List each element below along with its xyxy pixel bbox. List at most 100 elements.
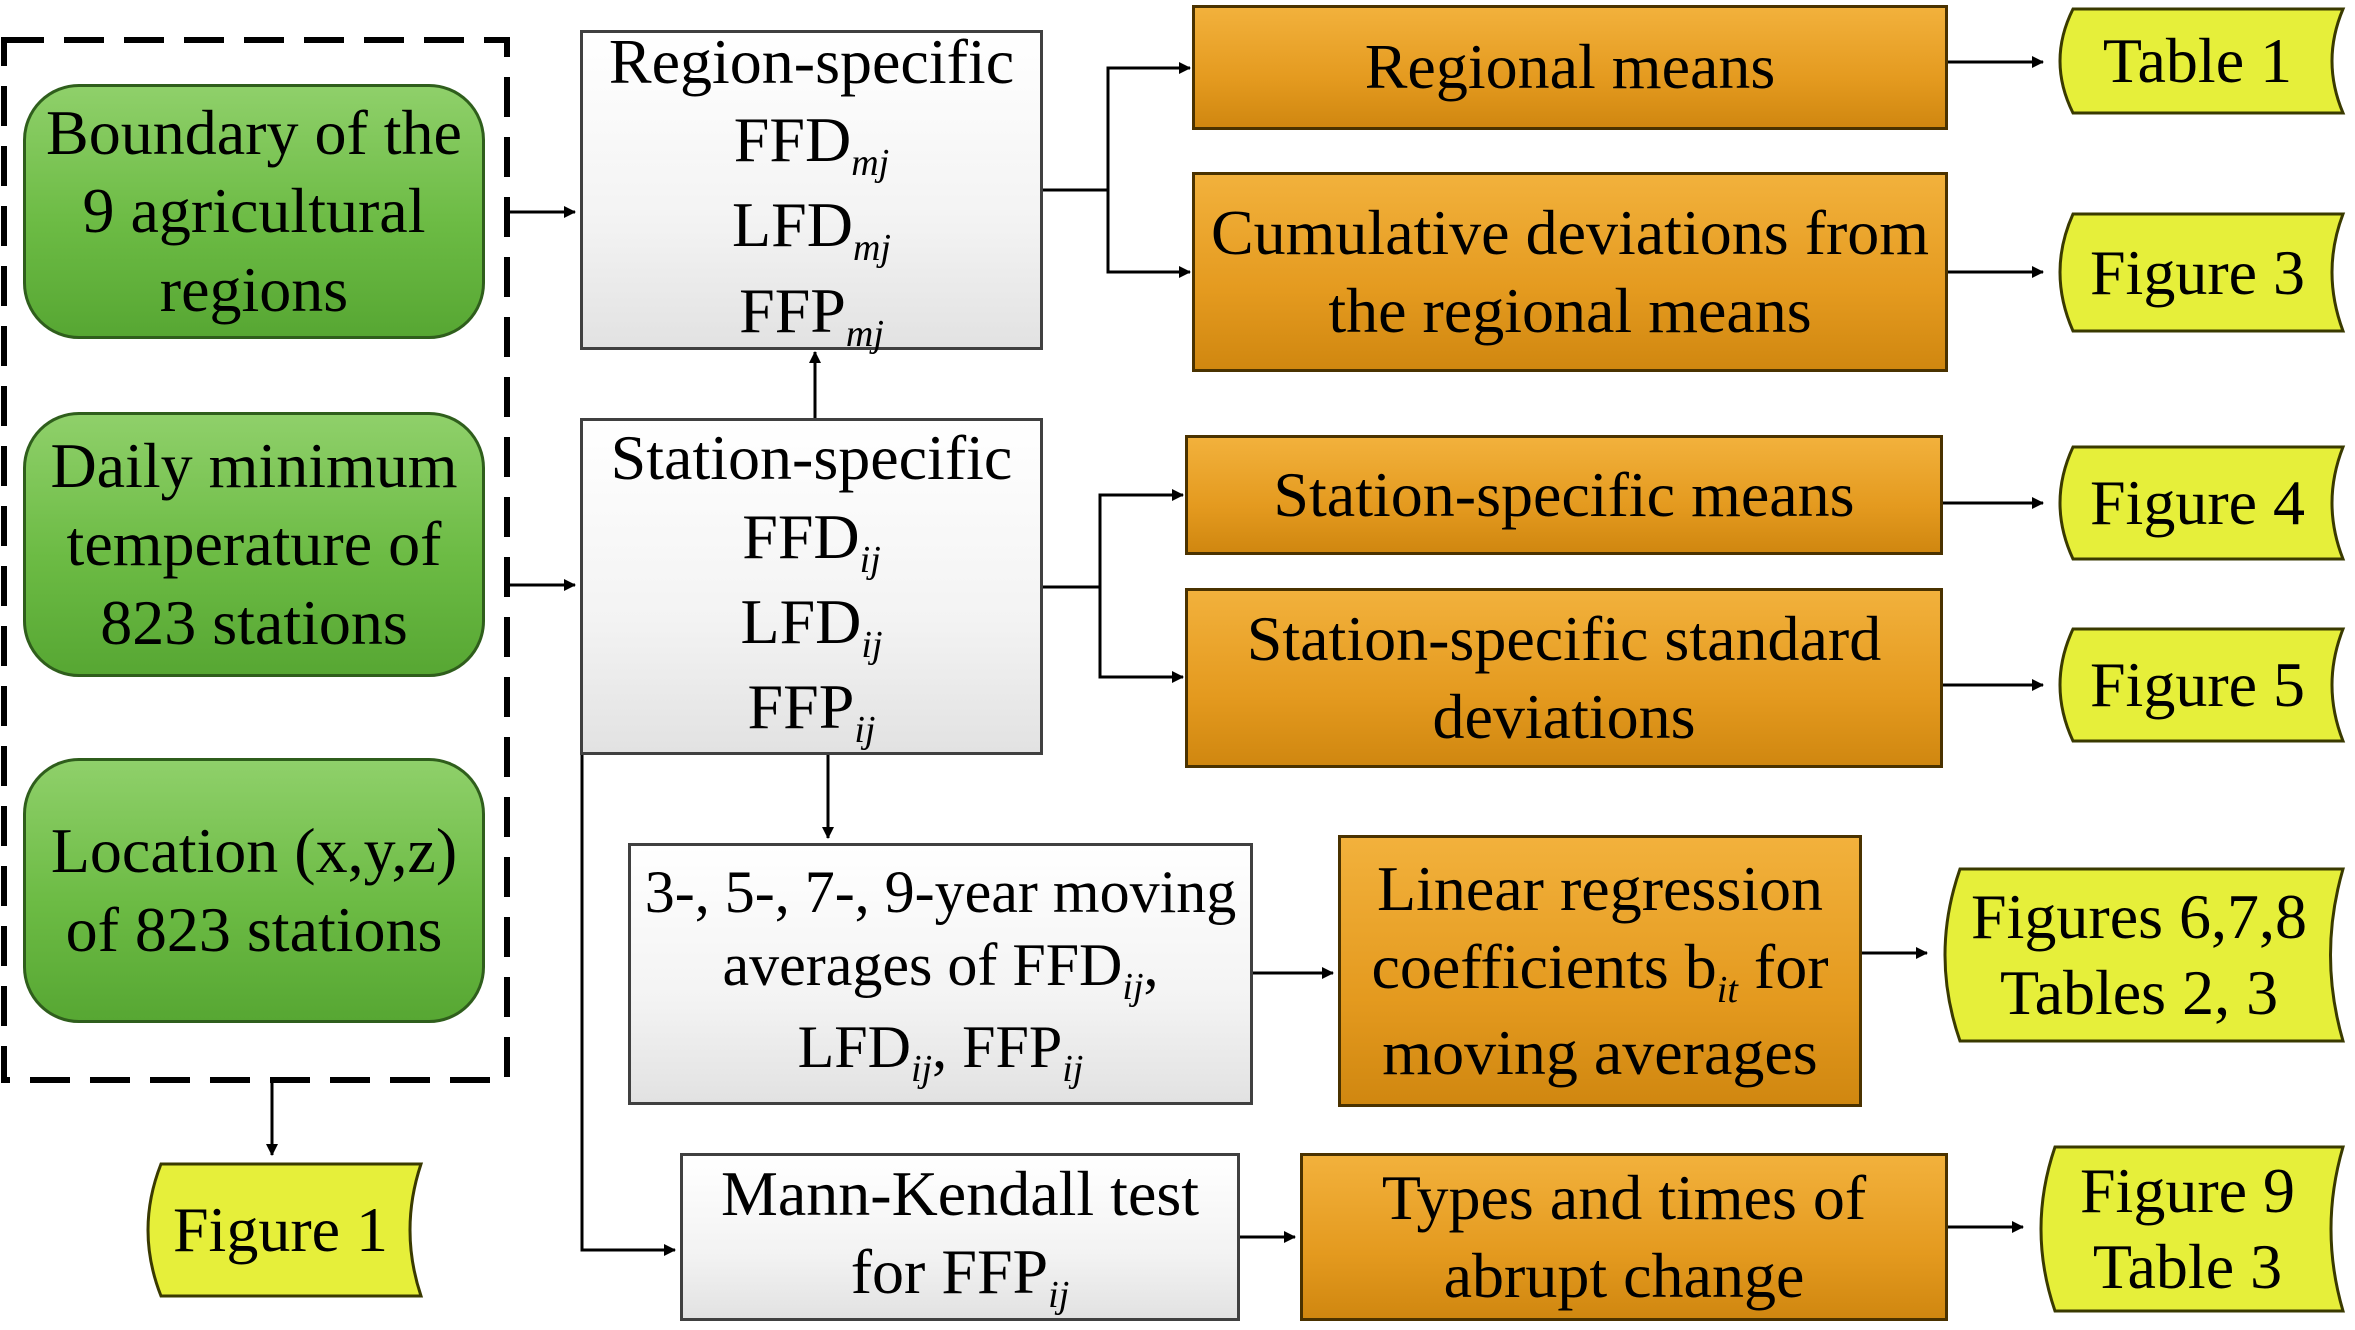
linear-regression-subscript: it — [1716, 969, 1738, 1012]
station-means-label: Station-specific means — [1273, 458, 1855, 530]
mann-kendall-text: for FFP — [850, 1236, 1049, 1308]
station-item-label: FFD — [742, 500, 860, 572]
moving-averages-line2: averages of FFDij, — [722, 929, 1158, 1010]
figure3-tag: Figure 3 — [2045, 210, 2350, 335]
mann-kendall-subscript: ij — [1048, 1274, 1070, 1317]
region-item-subscript: mj — [852, 227, 891, 270]
abrupt-change-box: Types and times of abrupt change — [1300, 1153, 1948, 1321]
input-temp-line: temperature of — [66, 508, 442, 580]
region-item-ffd: FFDmj — [734, 101, 889, 186]
moving-averages-text: averages of FFD — [722, 932, 1123, 999]
input-group-dashed-frame — [1, 37, 510, 1083]
station-item-label: LFD — [740, 585, 862, 657]
station-item-lfd: LFDij — [740, 583, 882, 668]
regional-means-label: Regional means — [1364, 31, 1776, 103]
figure9-tag: Figure 9 Table 3 — [2025, 1143, 2350, 1315]
figure1-tag: Figure 1 — [133, 1160, 428, 1300]
station-means-box: Station-specific means — [1185, 435, 1943, 555]
arrow-station-to-station-means — [1098, 489, 1184, 587]
station-specific-box: Station-specific FFDij LFDij FFPij — [580, 418, 1043, 755]
input-location-line: Location (x,y,z) — [50, 815, 458, 887]
region-specific-title: Region-specific — [608, 25, 1015, 97]
station-sd-box: Station-specific standard deviations — [1185, 588, 1943, 768]
table1-tag: Table 1 — [2045, 5, 2350, 117]
table1-label: Table 1 — [2102, 25, 2293, 97]
cumulative-line: the regional means — [1328, 275, 1812, 346]
moving-averages-subscript: ij — [1062, 1047, 1084, 1090]
figures678-tag: Figures 6,7,8 Tables 2, 3 — [1928, 865, 2350, 1045]
station-item-label: FFP — [747, 671, 855, 743]
region-item-ffp: FFPmj — [739, 272, 884, 357]
tape-shape-icon — [2058, 445, 2346, 561]
input-boundary-line: regions — [159, 253, 349, 325]
input-boundary-line: 9 agricultural — [82, 175, 426, 247]
tape-shape-icon — [1943, 867, 2345, 1043]
moving-averages-subscript: ij — [911, 1047, 933, 1090]
arrow-station-to-station-sd — [1098, 587, 1184, 683]
input-location-line: of 823 stations — [65, 893, 443, 965]
cumulative-line: Cumulative deviations from — [1210, 196, 1930, 268]
input-temp-line: Daily minimum — [50, 430, 458, 502]
figure9-line: Table 3 — [2092, 1231, 2283, 1302]
tape-shape-icon — [146, 1162, 424, 1298]
station-specific-title: Station-specific — [610, 422, 1013, 494]
tape-shape-icon — [2058, 7, 2346, 115]
moving-averages-line3: LFDij, FFPij — [798, 1011, 1084, 1092]
linear-regression-line1: Linear regression — [1376, 853, 1824, 925]
abrupt-change-line: Types and times of — [1381, 1161, 1867, 1233]
regional-means-box: Regional means — [1192, 5, 1948, 130]
region-item-subscript: mj — [851, 142, 890, 184]
station-sd-line: deviations — [1432, 681, 1696, 752]
station-item-ffp: FFPij — [748, 668, 876, 753]
moving-averages-box: 3-, 5-, 7-, 9-year moving averages of FF… — [628, 843, 1253, 1105]
figure1-label: Figure 1 — [172, 1194, 389, 1266]
moving-averages-text: LFD — [797, 1013, 911, 1080]
mann-kendall-line2: for FFPij — [851, 1233, 1070, 1318]
station-item-subscript: ij — [854, 709, 876, 752]
figure5-label: Figure 5 — [2089, 649, 2306, 721]
mann-kendall-box: Mann-Kendall test for FFPij — [680, 1153, 1240, 1321]
arrow-station-to-mann-kendall — [580, 755, 676, 1256]
linear-regression-text: coefficients b — [1371, 931, 1717, 1003]
tape-shape-icon — [2058, 627, 2346, 743]
input-location-box: Location (x,y,z) of 823 stations — [23, 758, 485, 1023]
moving-averages-subscript: ij — [1122, 966, 1144, 1009]
figure3-label: Figure 3 — [2089, 236, 2306, 308]
moving-averages-text: , FFP — [932, 1013, 1063, 1080]
figures678-line: Tables 2, 3 — [1999, 957, 2279, 1028]
region-specific-box: Region-specific FFDmj LFDmj FFPmj — [580, 26, 1043, 355]
region-item-label: LFD — [732, 189, 853, 261]
input-temp-line: 823 stations — [100, 586, 408, 658]
region-item-subscript: mj — [845, 312, 884, 355]
linear-regression-line2: coefficients bit for — [1371, 928, 1828, 1013]
linear-regression-box: Linear regression coefficients bit for m… — [1338, 835, 1862, 1107]
figure4-tag: Figure 4 — [2045, 443, 2350, 563]
abrupt-change-line: abrupt change — [1443, 1240, 1805, 1311]
moving-averages-comma: , — [1143, 932, 1159, 999]
moving-averages-line1: 3-, 5-, 7-, 9-year moving — [644, 859, 1237, 926]
tape-shape-icon — [2039, 1145, 2346, 1313]
station-item-subscript: ij — [859, 538, 881, 581]
figures678-line: Figures 6,7,8 — [1971, 881, 2307, 953]
input-boundary-box: Boundary of the 9 agricultural regions — [23, 84, 485, 339]
figure4-label: Figure 4 — [2089, 467, 2306, 539]
input-boundary-line: Boundary of the — [46, 97, 462, 169]
region-item-label: FFD — [733, 104, 852, 175]
arrow-region-to-regional-means — [1106, 62, 1191, 190]
linear-regression-line3: moving averages — [1382, 1016, 1818, 1088]
figure9-line: Figure 9 — [2079, 1155, 2296, 1227]
arrow-region-to-cumulative — [1106, 190, 1191, 278]
figure5-tag: Figure 5 — [2045, 625, 2350, 745]
input-daily-min-temp-box: Daily minimum temperature of 823 station… — [23, 412, 485, 677]
mann-kendall-line1: Mann-Kendall test — [720, 1158, 1200, 1230]
station-sd-line: Station-specific standard — [1246, 602, 1882, 674]
region-item-label: FFP — [739, 274, 846, 346]
region-item-lfd: LFDmj — [732, 186, 891, 271]
station-item-subscript: ij — [861, 623, 883, 666]
tape-shape-icon — [2058, 212, 2346, 333]
linear-regression-text: for — [1737, 931, 1829, 1003]
station-item-ffd: FFDij — [742, 498, 881, 583]
cumulative-deviations-box: Cumulative deviations from the regional … — [1192, 172, 1948, 372]
